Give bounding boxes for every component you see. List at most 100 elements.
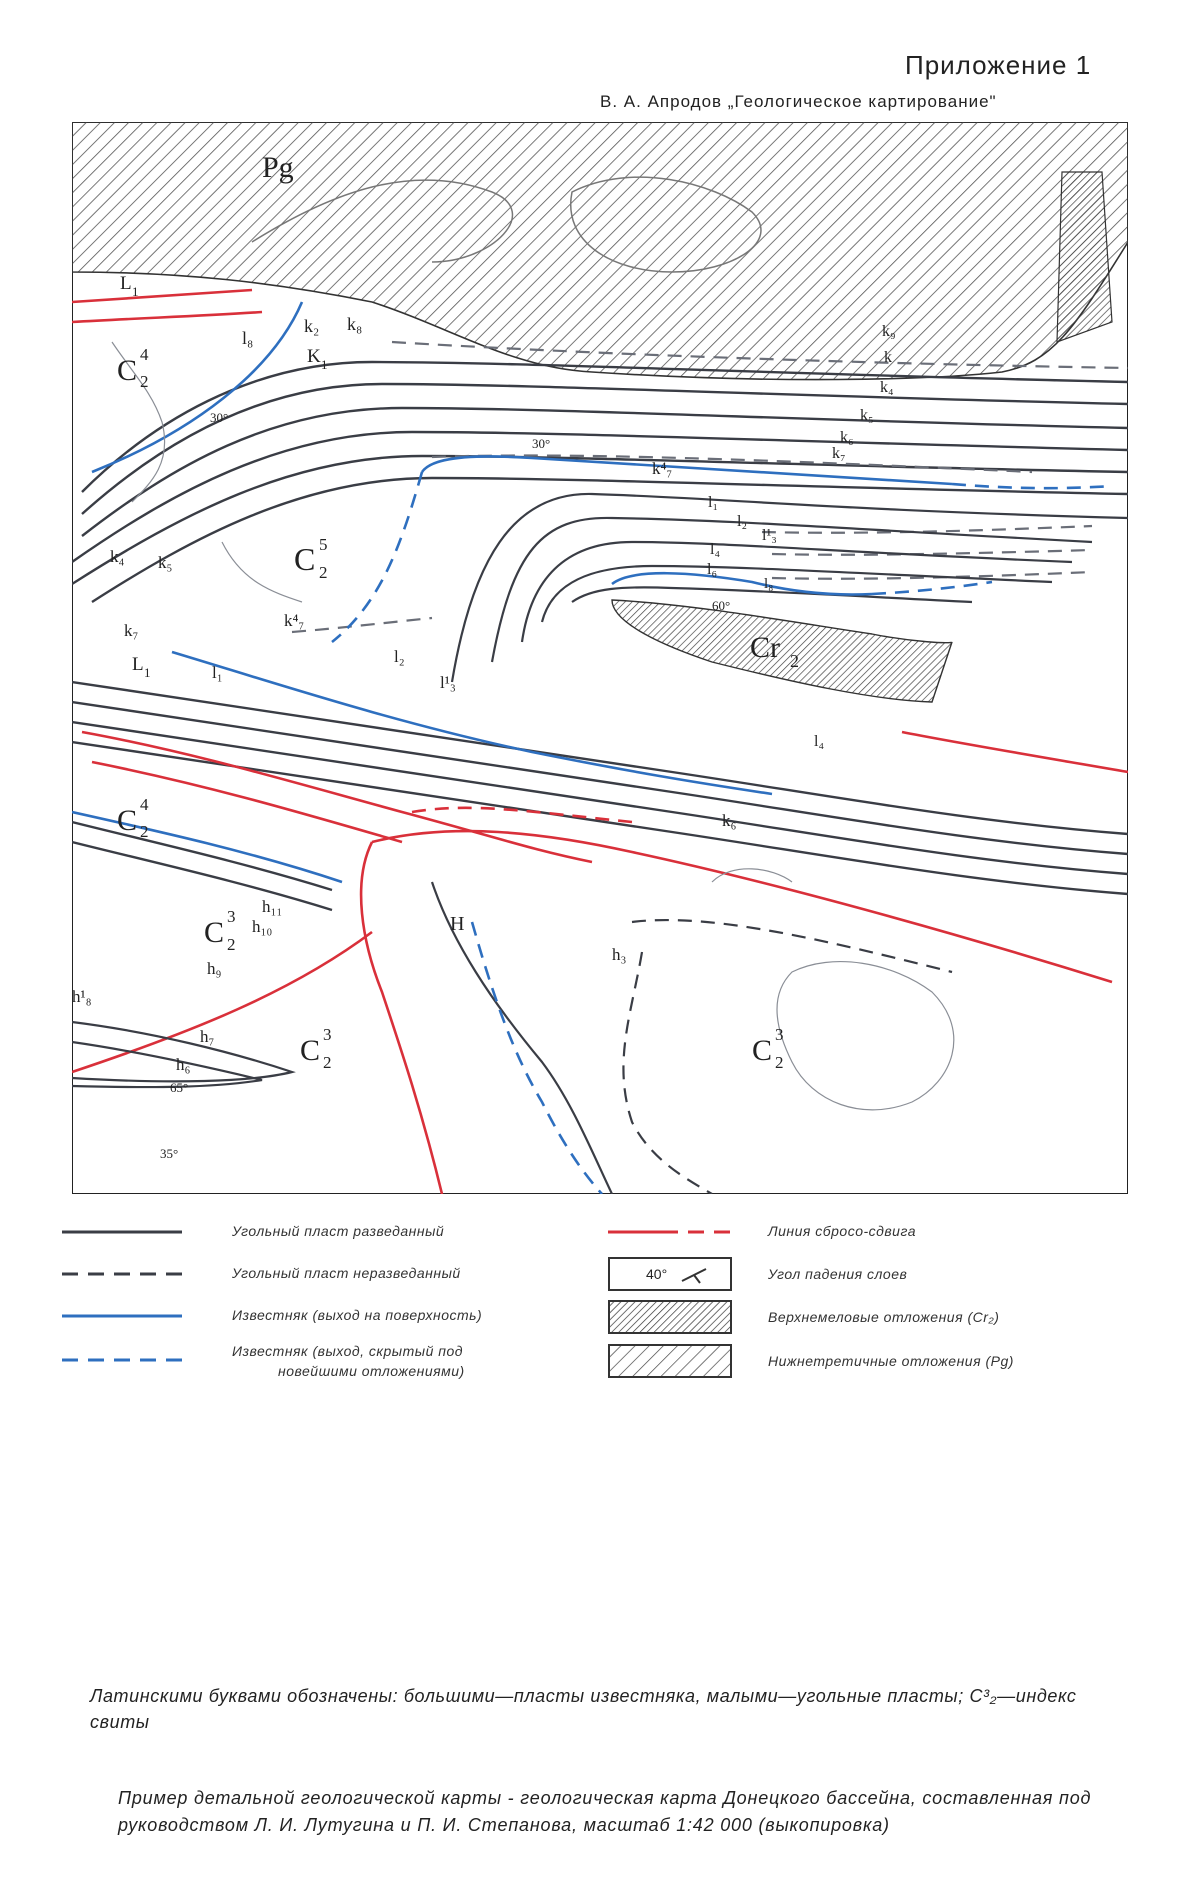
label-k8: k₈ <box>347 314 362 334</box>
label-k7-left: k₇ <box>124 621 139 640</box>
limestone-k7 <box>420 455 953 486</box>
svg-text:C: C <box>752 1034 772 1067</box>
map-note: Латинскими буквами обозначены: большими—… <box>90 1686 1077 1732</box>
svg-text:L: L <box>120 273 132 294</box>
limestone-fold-hidden <box>331 471 424 644</box>
svg-text:4: 4 <box>140 345 149 364</box>
fault-line-hidden <box>411 806 633 824</box>
label-l2-center: l₂ <box>394 647 405 666</box>
cretaceous-area <box>1056 171 1113 343</box>
label-dip-60: 60° <box>712 598 730 613</box>
appendix-title: Приложение 1 <box>905 50 1092 80</box>
legend-dip-value: 40° <box>646 1266 668 1282</box>
label-h9: h₉ <box>207 959 222 978</box>
legend-limestone-surface-symbol <box>62 1314 182 1318</box>
legend-limestone-hidden-label-1: Известняк (выход, скрытый под <box>232 1343 463 1359</box>
label-l1-top: L 1 <box>120 273 139 299</box>
limestone-k1 <box>91 301 304 474</box>
legend-limestone-hidden-symbol <box>62 1358 182 1362</box>
label-l8: l₈ <box>242 328 253 348</box>
label-k5-right: k₅ <box>860 407 874 424</box>
label-k7-right: k₇ <box>832 445 846 462</box>
label-k4-right: k₄ <box>880 379 894 396</box>
label-k7-4-left: k⁴₇ <box>284 611 304 630</box>
svg-text:Cr: Cr <box>750 631 780 664</box>
limestone-fold-hidden <box>871 580 993 596</box>
legend-cretaceous-label: Верхнемеловые отложения (Cr₂) <box>768 1309 1000 1325</box>
label-h-cap: H <box>450 913 464 935</box>
label-pg: Pg <box>262 151 294 184</box>
legend-dip-label: Угол падения слоев <box>768 1266 908 1282</box>
coal-seams-unexplored <box>631 918 953 974</box>
label-k5: k₅ <box>158 553 173 572</box>
label-l6-right: l₆ <box>707 561 717 578</box>
label-dip-30-left: 30° <box>210 410 228 425</box>
label-k6-bottom: k₆ <box>722 811 737 830</box>
svg-text:4: 4 <box>140 795 149 814</box>
paleogene-contour <box>251 179 514 263</box>
label-l3-1-right: l¹₃ <box>762 527 777 544</box>
label-cr2: Cr 2 <box>750 631 799 671</box>
limestone-main-band <box>171 650 773 796</box>
svg-text:2: 2 <box>227 935 236 954</box>
fault-lines <box>72 288 1128 1194</box>
paleogene-area <box>72 122 1128 381</box>
label-h10: h₁₀ <box>252 917 272 936</box>
svg-text:3: 3 <box>323 1025 332 1044</box>
legend-paleogene-symbol <box>608 1344 732 1378</box>
label-dip-35: 35° <box>160 1146 178 1161</box>
svg-text:C: C <box>294 541 315 577</box>
coal-seams-south <box>72 881 613 1194</box>
svg-text:2: 2 <box>775 1053 784 1072</box>
label-l3-1-center: l¹₃ <box>440 673 456 692</box>
svg-text:L: L <box>132 654 144 675</box>
svg-text:1: 1 <box>132 284 139 299</box>
svg-text:1: 1 <box>321 357 328 372</box>
label-c2-4-midleft: C 4 2 <box>117 795 149 841</box>
svg-text:2: 2 <box>790 651 799 671</box>
limestone-main-band <box>72 810 343 884</box>
svg-text:2: 2 <box>140 372 149 391</box>
legend-limestone-surface-label: Известняк (выход на поверхность) <box>232 1307 483 1323</box>
legend-limestone-hidden-label-2: новейшими отложениями) <box>278 1363 465 1379</box>
label-l4-lower: l₄ <box>814 733 824 750</box>
label-dip-65: 65° <box>170 1080 188 1095</box>
label-c2-3-right: C 3 2 <box>752 1025 784 1072</box>
dip-arrow-icon <box>681 1268 707 1284</box>
svg-text:C: C <box>117 354 137 387</box>
svg-text:K: K <box>307 346 321 367</box>
label-h6: h₆ <box>176 1055 191 1074</box>
label-h8: h¹₈ <box>72 987 92 1006</box>
legend-paleogene-label: Нижнетретичные отложения (Pg) <box>768 1353 1014 1369</box>
label-k7-4-right: k⁴₇ <box>652 459 672 478</box>
svg-text:C: C <box>204 916 224 949</box>
label-dip-30-right: 30° <box>532 436 550 451</box>
coal-seams-unexplored <box>622 951 713 1194</box>
cretaceous-area <box>611 599 953 703</box>
legend-coal-unexplored-symbol <box>62 1272 182 1276</box>
label-h3: h₃ <box>612 945 627 964</box>
label-h11: h₁₁ <box>262 897 282 916</box>
legend-fault-symbol <box>608 1230 738 1234</box>
label-l4-right: l₄ <box>710 541 720 558</box>
legend-cretaceous-symbol <box>608 1300 732 1334</box>
label-l1-right: l₁ <box>708 494 718 511</box>
svg-text:2: 2 <box>140 822 149 841</box>
svg-text:5: 5 <box>319 535 328 554</box>
label-k9: k₉ <box>882 323 896 340</box>
legend-coal-explored-label: Угольный пласт разведанный <box>232 1223 445 1239</box>
label-l8-right: l₈ <box>764 576 773 592</box>
label-c2-3-left: C 3 2 <box>204 907 236 954</box>
relief-contours <box>111 341 955 1111</box>
svg-text:3: 3 <box>775 1025 784 1044</box>
svg-text:C: C <box>117 804 137 837</box>
label-k1: K 1 <box>307 346 328 372</box>
label-l1-center: l₁ <box>212 663 223 682</box>
svg-text:2: 2 <box>319 563 328 582</box>
label-h7: h₇ <box>200 1027 215 1046</box>
map-labels: Pg Cr 2 C 4 2 C 5 2 C 4 2 C 3 2 C 3 2 <box>72 151 896 1161</box>
label-c2-3-center: C 3 2 <box>300 1025 332 1072</box>
legend-dip-symbol: 40° <box>608 1257 732 1291</box>
label-l1-mid: L 1 <box>132 654 151 680</box>
label-k6-right: k₆ <box>840 429 854 446</box>
